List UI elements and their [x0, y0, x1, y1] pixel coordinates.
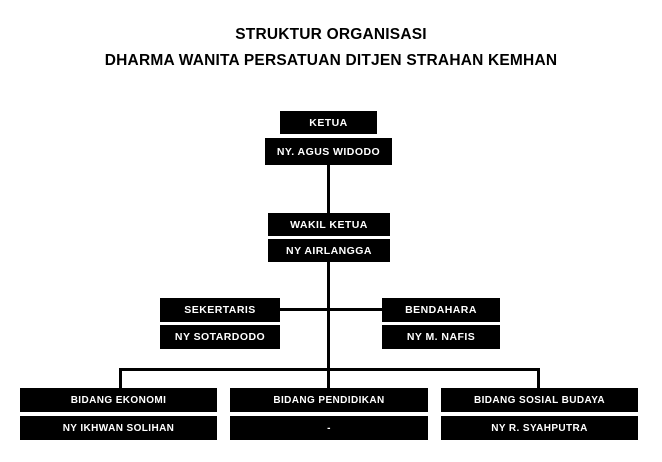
connector-drop-bidang-ekonomi: [119, 368, 122, 389]
node-sekertaris-name[interactable]: NY SOTARDODO: [160, 325, 280, 349]
node-bidang-sosial-budaya-role[interactable]: BIDANG SOSIAL BUDAYA: [441, 388, 638, 412]
node-bidang-ekonomi-role[interactable]: BIDANG EKONOMI: [20, 388, 217, 412]
chart-title: STRUKTUR ORGANISASI DHARMA WANITA PERSAT…: [0, 22, 662, 74]
node-bidang-sosial-budaya-name[interactable]: NY R. SYAHPUTRA: [441, 416, 638, 440]
node-sekertaris-role[interactable]: SEKERTARIS: [160, 298, 280, 322]
node-bidang-pendidikan-name[interactable]: -: [230, 416, 428, 440]
connector-wakil-vertical-spine: [327, 262, 330, 370]
connector-drop-bidang-pendidikan: [327, 368, 330, 389]
node-bidang-ekonomi-name[interactable]: NY IKHWAN SOLIHAN: [20, 416, 217, 440]
node-wakil-ketua-name[interactable]: NY AIRLANGGA: [268, 239, 390, 262]
connector-spine-to-bendahara: [329, 308, 382, 311]
title-line-1: STRUKTUR ORGANISASI: [235, 26, 427, 43]
connector-ketua-to-wakil: [327, 165, 330, 214]
node-ketua-role[interactable]: KETUA: [280, 111, 377, 134]
node-wakil-ketua-role[interactable]: WAKIL KETUA: [268, 213, 390, 236]
connector-drop-bidang-sosial-budaya: [537, 368, 540, 389]
title-line-2: DHARMA WANITA PERSATUAN DITJEN STRAHAN K…: [104, 52, 558, 69]
node-bendahara-role[interactable]: BENDAHARA: [382, 298, 500, 322]
node-bidang-pendidikan-role[interactable]: BIDANG PENDIDIKAN: [230, 388, 428, 412]
connector-spine-to-sekertaris: [280, 308, 328, 311]
node-bendahara-name[interactable]: NY M. NAFIS: [382, 325, 500, 349]
node-ketua-name[interactable]: NY. AGUS WIDODO: [265, 138, 392, 165]
